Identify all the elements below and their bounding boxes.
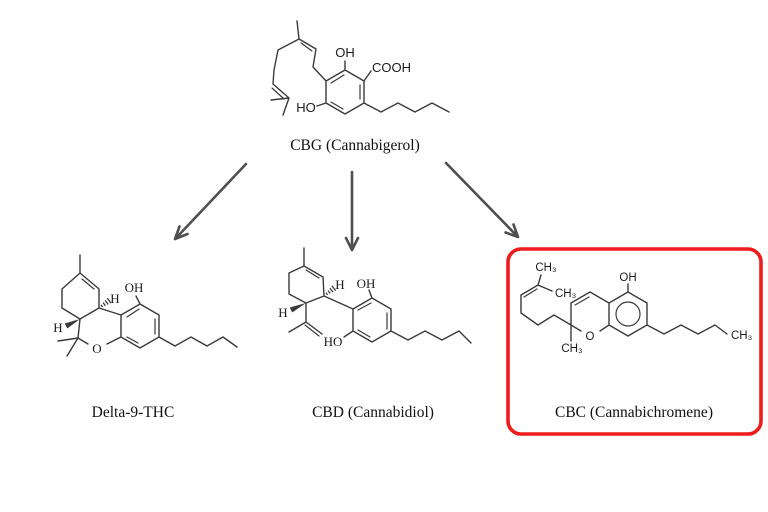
thc-o-label: O xyxy=(92,341,101,356)
cbc-ch3-pentyl-label: CH₃ xyxy=(731,330,753,342)
arrow-to-cbc xyxy=(444,161,520,239)
thc-h-top-label: H xyxy=(110,291,119,306)
cbc-caption: CBC (Cannabichromene) xyxy=(555,404,713,421)
cbd-oh-label: OH xyxy=(357,276,376,291)
thc-double-bonds xyxy=(81,278,156,344)
arrow-to-cbd xyxy=(344,170,360,252)
cbd-bold-wedge xyxy=(289,303,306,313)
cbc-ch3-terpene-side-label: CH₃ xyxy=(555,288,577,300)
arrow-to-thc xyxy=(173,162,248,241)
cbc-double-bonds xyxy=(523,288,590,306)
thc-oh-label: OH xyxy=(125,280,144,295)
cbg-caption: CBG (Cannabigerol) xyxy=(290,137,420,154)
cbc-o-label: O xyxy=(586,331,595,343)
thc-bold-wedge xyxy=(64,319,80,329)
cbd-molecule: H OH H HO CBD (Cannabidiol) xyxy=(278,247,472,421)
cbc-oh-label: OH xyxy=(619,272,636,284)
cbg-oh-label: OH xyxy=(335,45,355,60)
cbc-ch3-terpene-top-label: CH₃ xyxy=(535,262,557,274)
thc-molecule: OH H H O Delta-9-THC xyxy=(53,254,238,421)
cbg-molecule: OH COOH HO CBG (Cannabigerol) xyxy=(270,20,450,154)
cbd-h-left-label: H xyxy=(278,305,287,320)
cbc-molecule: CH₃ CH₃ CH₃ O OH CH₃ CBC (Cannabichromen… xyxy=(506,247,763,436)
cbd-caption: CBD (Cannabidiol) xyxy=(312,404,434,421)
cbd-double-bonds xyxy=(304,269,388,338)
cbc-highlight-box xyxy=(506,247,763,436)
cbd-h-top-label: H xyxy=(335,277,344,292)
cbg-double-bonds xyxy=(271,42,361,110)
cbg-ho-label: HO xyxy=(296,100,316,115)
thc-caption: Delta-9-THC xyxy=(92,404,175,421)
thc-hash-wedge xyxy=(100,297,112,308)
cbg-cooh-label: COOH xyxy=(372,60,411,75)
cbg-skeleton xyxy=(270,20,450,116)
cbd-ho-label: HO xyxy=(324,334,343,349)
thc-skeleton xyxy=(57,254,238,357)
cbd-skeleton xyxy=(288,247,472,344)
cbc-ch3-c2-label: CH₃ xyxy=(561,343,583,355)
thc-h-left-label: H xyxy=(53,320,62,335)
cbc-aromatic-circle xyxy=(615,301,641,327)
cbc-skeleton xyxy=(520,274,728,342)
cbd-hash-wedge xyxy=(325,285,337,296)
